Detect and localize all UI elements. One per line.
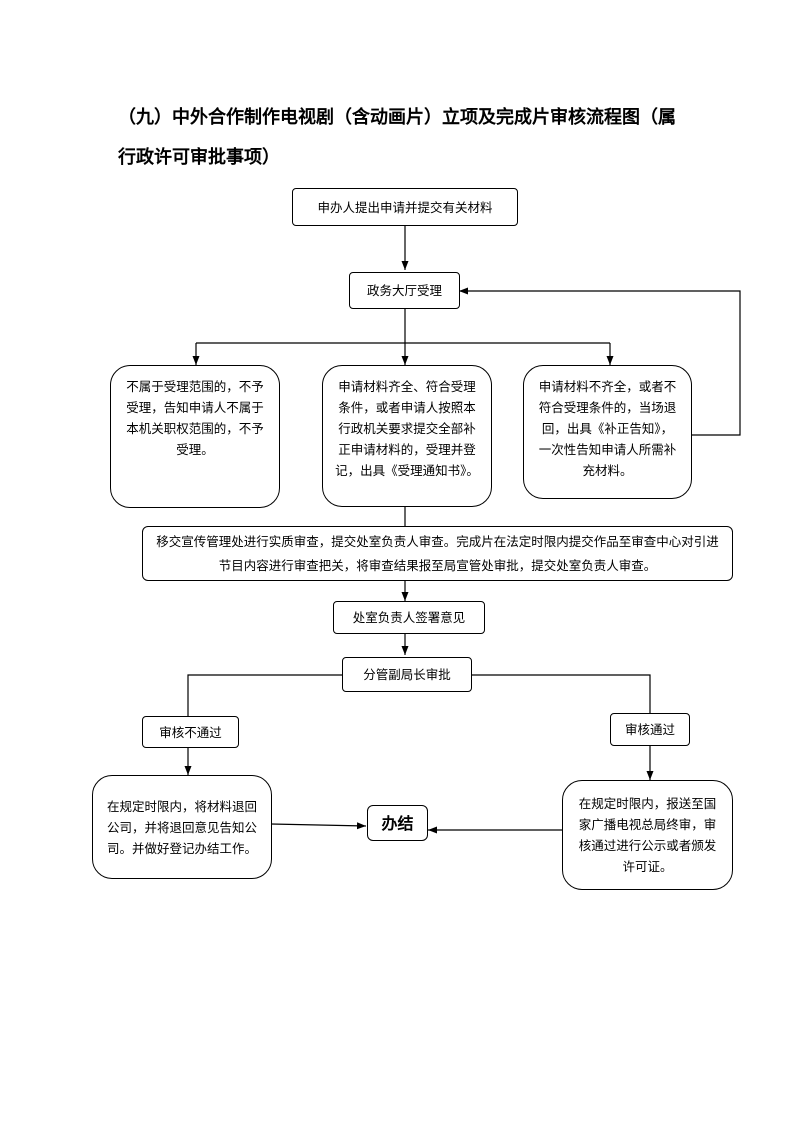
page-title-line-2: 行政许可审批事项） xyxy=(118,147,280,168)
page-title-line-1: （九）中外合作制作电视剧（含动画片）立项及完成片审核流程图（属 xyxy=(118,107,676,128)
deputy-approval-box: 分管副局长审批 xyxy=(342,657,472,692)
finish-box: 办结 xyxy=(367,805,428,841)
feedback-loop xyxy=(459,287,741,436)
line-deputy-to-not-passed xyxy=(187,674,342,716)
not-passed-box: 审核不通过 xyxy=(142,716,239,748)
substantive-review-box: 移交宣传管理处进行实质审查，提交处室负责人审查。完成片在法定时限内提交作品至审查… xyxy=(142,526,733,581)
report-sarft-box: 在规定时限内，报送至国家广播电视总局终审，审核通过进行公示或者颁发许可证。 xyxy=(562,780,733,890)
complete-materials-box: 申请材料齐全、符合受理条件，或者申请人按照本行政机关要求提交全部补正申请材料的，… xyxy=(322,365,492,507)
office-head-sign-box: 处室负责人签署意见 xyxy=(333,601,485,634)
line-deputy-to-passed xyxy=(472,674,651,713)
accept-hall-box: 政务大厅受理 xyxy=(349,272,460,309)
incomplete-materials-box: 申请材料不齐全，或者不符合受理条件的，当场退回，出具《补正告知》，一次性告知申请… xyxy=(523,365,692,499)
arrow-return-to-finish xyxy=(270,822,367,830)
not-in-scope-box: 不属于受理范围的，不予受理，告知申请人不属于本机关职权范围的，不予受理。 xyxy=(110,365,280,508)
return-materials-box: 在规定时限内，将材料退回公司，并将退回意见告知公司。并做好登记办结工作。 xyxy=(92,775,272,879)
apply-box: 申办人提出申请并提交有关材料 xyxy=(292,188,518,226)
passed-box: 审核通过 xyxy=(610,713,690,746)
